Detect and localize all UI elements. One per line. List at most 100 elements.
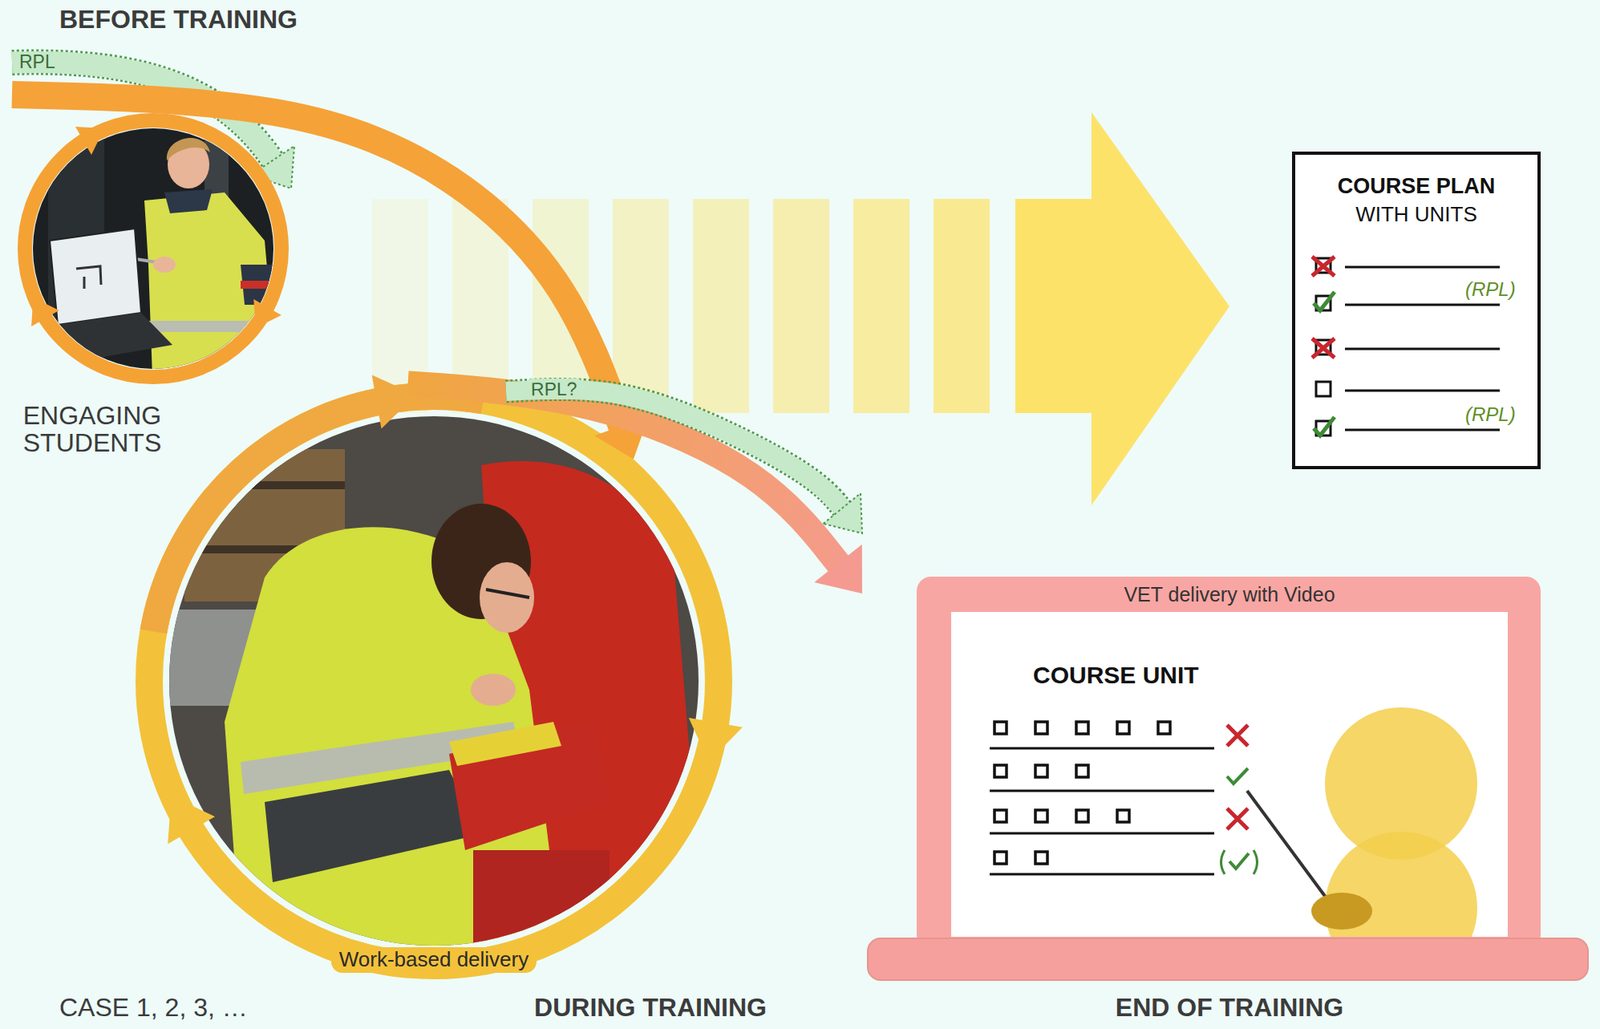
student-photo-2 (470, 673, 516, 706)
course-plan-sheet (1312, 256, 1335, 276)
screen-box: COURSE UNIT (951, 611, 1508, 937)
photo-circle: Work-based delivery (121, 368, 747, 994)
course-plan-sheet (1344, 389, 1500, 393)
video-laptop (1221, 850, 1226, 875)
document-title: COURSE PLAN (1337, 174, 1496, 199)
text-holder: WITH UNITS (1355, 202, 1478, 227)
student-photo-1 (253, 299, 282, 329)
video-laptop (994, 721, 1007, 734)
text-holder: (RPL) (1465, 278, 1516, 301)
video-laptop (1035, 851, 1048, 864)
circle-caption: ENGAGING STUDENTS (12, 402, 173, 457)
video-laptop (867, 938, 1588, 981)
document-subtitle: WITH UNITS (1355, 202, 1478, 227)
video-laptop (1076, 721, 1089, 734)
text-holder: RPL (19, 51, 56, 73)
big-progress-arrow (1015, 112, 1230, 506)
video-laptop (994, 810, 1007, 823)
flow-arrow (506, 388, 863, 534)
text-holder: ENGAGING STUDENTS (12, 402, 173, 457)
video-laptop (1229, 853, 1249, 869)
course-plan-sheet (1313, 291, 1335, 311)
student-photo-2 (449, 721, 610, 851)
big-progress-arrow (933, 198, 990, 414)
arrow-head (822, 493, 863, 534)
video-laptop (1227, 725, 1248, 746)
rpl-note: (RPL) (1465, 403, 1516, 426)
phase-heading: BEFORE TRAINING (59, 4, 298, 35)
video-laptop (1253, 850, 1258, 875)
video-laptop (1117, 810, 1130, 823)
video-laptop (989, 789, 1215, 793)
video-laptop (1117, 721, 1130, 734)
student-photo-2 (149, 375, 743, 966)
student-photo-1 (24, 120, 282, 385)
video-laptop (1035, 765, 1048, 778)
text-holder: Work-based delivery (331, 947, 538, 973)
video-laptop (1035, 810, 1048, 823)
video-laptop (1227, 808, 1248, 830)
arrow-outline (506, 388, 843, 510)
ring-label: Work-based delivery (331, 947, 538, 973)
video-laptop (867, 576, 1588, 985)
course-plan-sheet (1316, 381, 1331, 397)
student-photo-1 (24, 120, 282, 377)
video-laptop (1227, 768, 1248, 784)
student-photo-2 (486, 589, 530, 598)
text-holder: END OF TRAINING (1115, 992, 1344, 1023)
big-progress-arrow (773, 198, 830, 414)
rpl-tag: RPL (19, 51, 56, 73)
text-holder: VET delivery with Video (1123, 583, 1335, 607)
video-laptop (1076, 810, 1089, 823)
photo-circle: ENGAGING STUDENTS (12, 80, 297, 470)
arrow-band (12, 94, 623, 428)
student-photo-1 (31, 297, 60, 327)
video-laptop (1076, 765, 1089, 778)
course-plan-sheet (1344, 429, 1500, 432)
student-photo-2 (449, 721, 562, 766)
video-laptop (994, 765, 1007, 778)
video-laptop (1311, 892, 1373, 930)
video-laptop (1035, 721, 1048, 734)
student-photo-2 (479, 562, 535, 633)
course-plan-sheet (1344, 266, 1500, 269)
text-holder: BEFORE TRAINING (59, 4, 298, 35)
student-photo-1 (76, 266, 102, 289)
big-progress-arrow (692, 198, 750, 414)
document-box: COURSE PLAN WITH UNITS (RPL) (RPL) (1293, 153, 1540, 468)
big-progress-arrow (612, 198, 669, 414)
rpl-note: (RPL) (1465, 278, 1516, 301)
arrow-band (506, 388, 843, 510)
laptop-title: VET delivery with Video (1123, 583, 1335, 607)
student-photo-1 (75, 126, 105, 155)
student-photo-1 (166, 137, 211, 161)
student-photo-1 (153, 256, 176, 273)
video-laptop (994, 721, 1171, 864)
video-laptop (994, 851, 1007, 864)
laptop-box: VET delivery with VideoCOURSE UNIT (862, 517, 1588, 981)
text-holder: CASE 1, 2, 3, … (59, 992, 248, 1023)
text-holder: DURING TRAINING (534, 992, 767, 1023)
course-plan-sheet (1293, 153, 1540, 468)
text-holder: COURSE PLAN (1337, 174, 1496, 199)
course-plan-sheet (1344, 303, 1500, 307)
video-laptop (1158, 721, 1171, 734)
arrow-band (408, 383, 840, 565)
student-photo-1 (49, 228, 142, 325)
video-laptop (1247, 790, 1327, 899)
student-photo-2 (688, 717, 743, 762)
edge-label: RPL? (527, 378, 581, 401)
course-plan-sheet (1293, 153, 1540, 468)
video-laptop (989, 873, 1215, 876)
student-photo-2 (169, 449, 706, 947)
student-photo-2 (167, 795, 215, 844)
phase-heading: DURING TRAINING (534, 992, 767, 1023)
course-plan-sheet (1312, 338, 1335, 358)
student-photo-2 (264, 769, 482, 883)
text-holder: RPL? (527, 378, 581, 401)
student-photo-2 (153, 396, 483, 632)
student-photo-2 (149, 396, 719, 966)
